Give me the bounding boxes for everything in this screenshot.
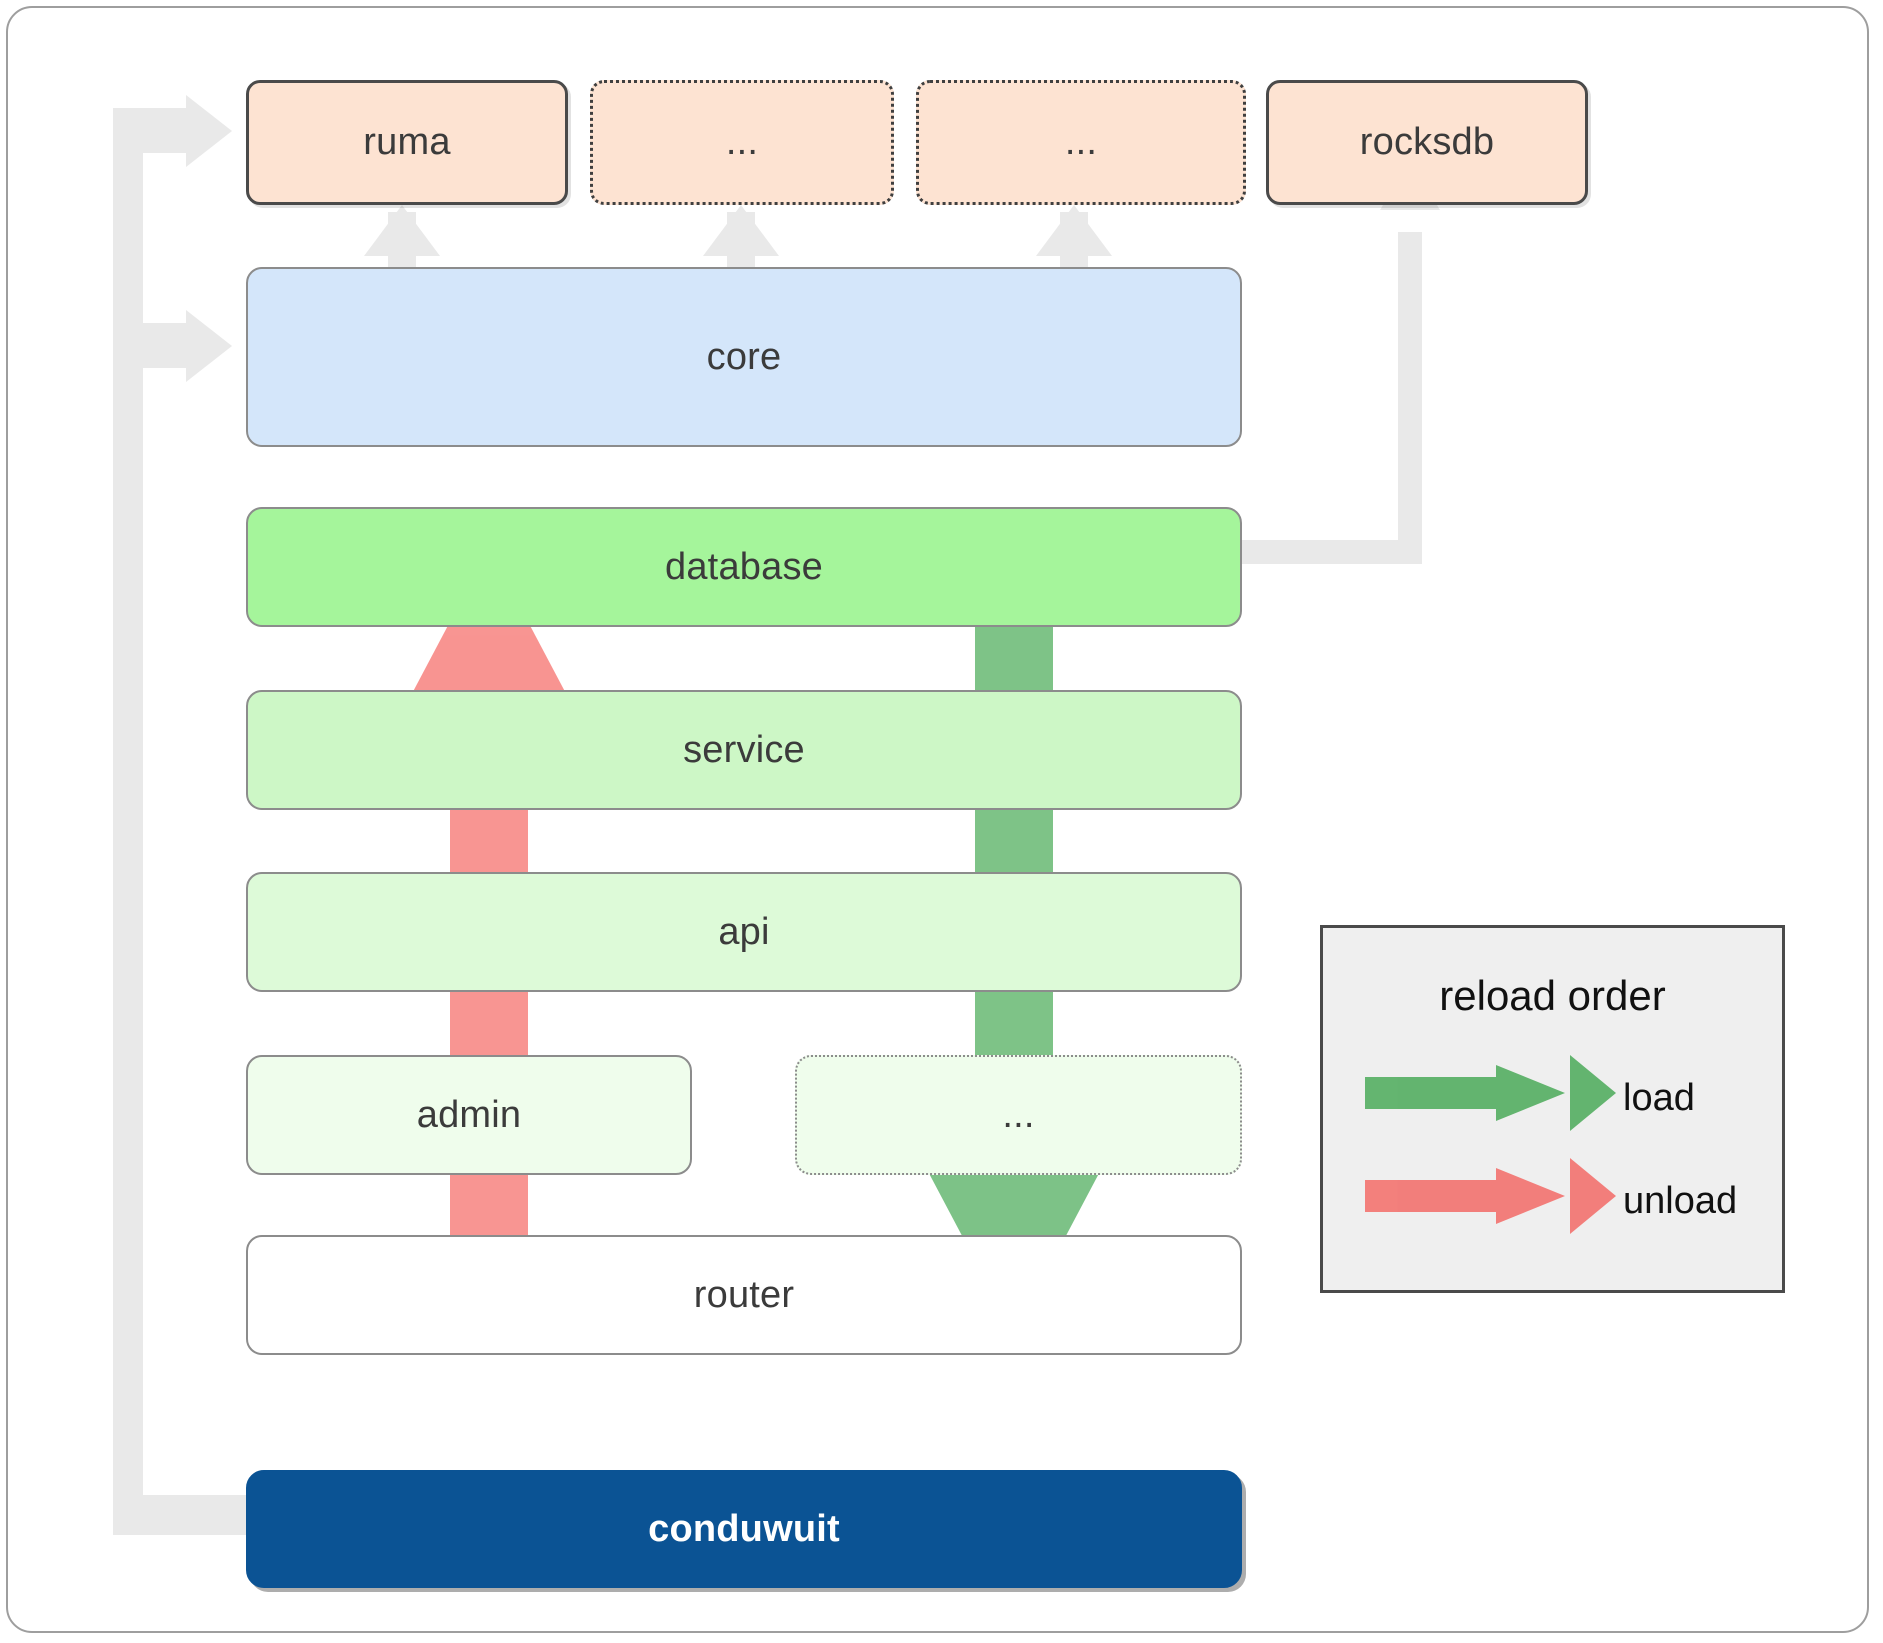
node-ruma[interactable]: ruma [246,80,568,205]
node-conduwuit[interactable]: conduwuit [246,1470,1242,1588]
node-core[interactable]: core [246,267,1242,447]
node-router-label: router [693,1273,795,1316]
node-core-label: core [706,335,782,378]
legend-title: reload order [1439,972,1666,1019]
node-ellipsis-1[interactable]: ... [590,80,894,205]
legend-panel: reload order load unload [1320,925,1785,1293]
node-ellipsis-3[interactable]: ... [795,1055,1242,1175]
node-database-label: database [665,545,823,588]
node-rocksdb[interactable]: rocksdb [1266,80,1588,205]
node-api[interactable]: api [246,872,1242,992]
node-ellipsis-2-label: ... [1064,121,1098,163]
legend-arrow-icons [1365,1055,1616,1234]
node-ellipsis-2[interactable]: ... [916,80,1246,205]
node-rocksdb-label: rocksdb [1359,121,1495,163]
node-conduwuit-label: conduwuit [648,1507,840,1550]
unload-arrow-icon [1365,1158,1616,1234]
node-api-label: api [718,910,770,953]
node-database[interactable]: database [246,507,1242,627]
node-ellipsis-3-label: ... [1002,1093,1035,1136]
legend-label-unload: unload [1623,1180,1738,1222]
legend-label-load: load [1623,1077,1695,1119]
node-ellipsis-1-label: ... [725,121,759,163]
load-arrow-icon [1365,1055,1616,1131]
node-service[interactable]: service [246,690,1242,810]
node-admin-label: admin [416,1093,522,1136]
node-router[interactable]: router [246,1235,1242,1355]
node-service-label: service [683,728,805,771]
node-admin[interactable]: admin [246,1055,692,1175]
node-ruma-label: ruma [363,121,451,163]
diagram-border [6,6,1869,1633]
